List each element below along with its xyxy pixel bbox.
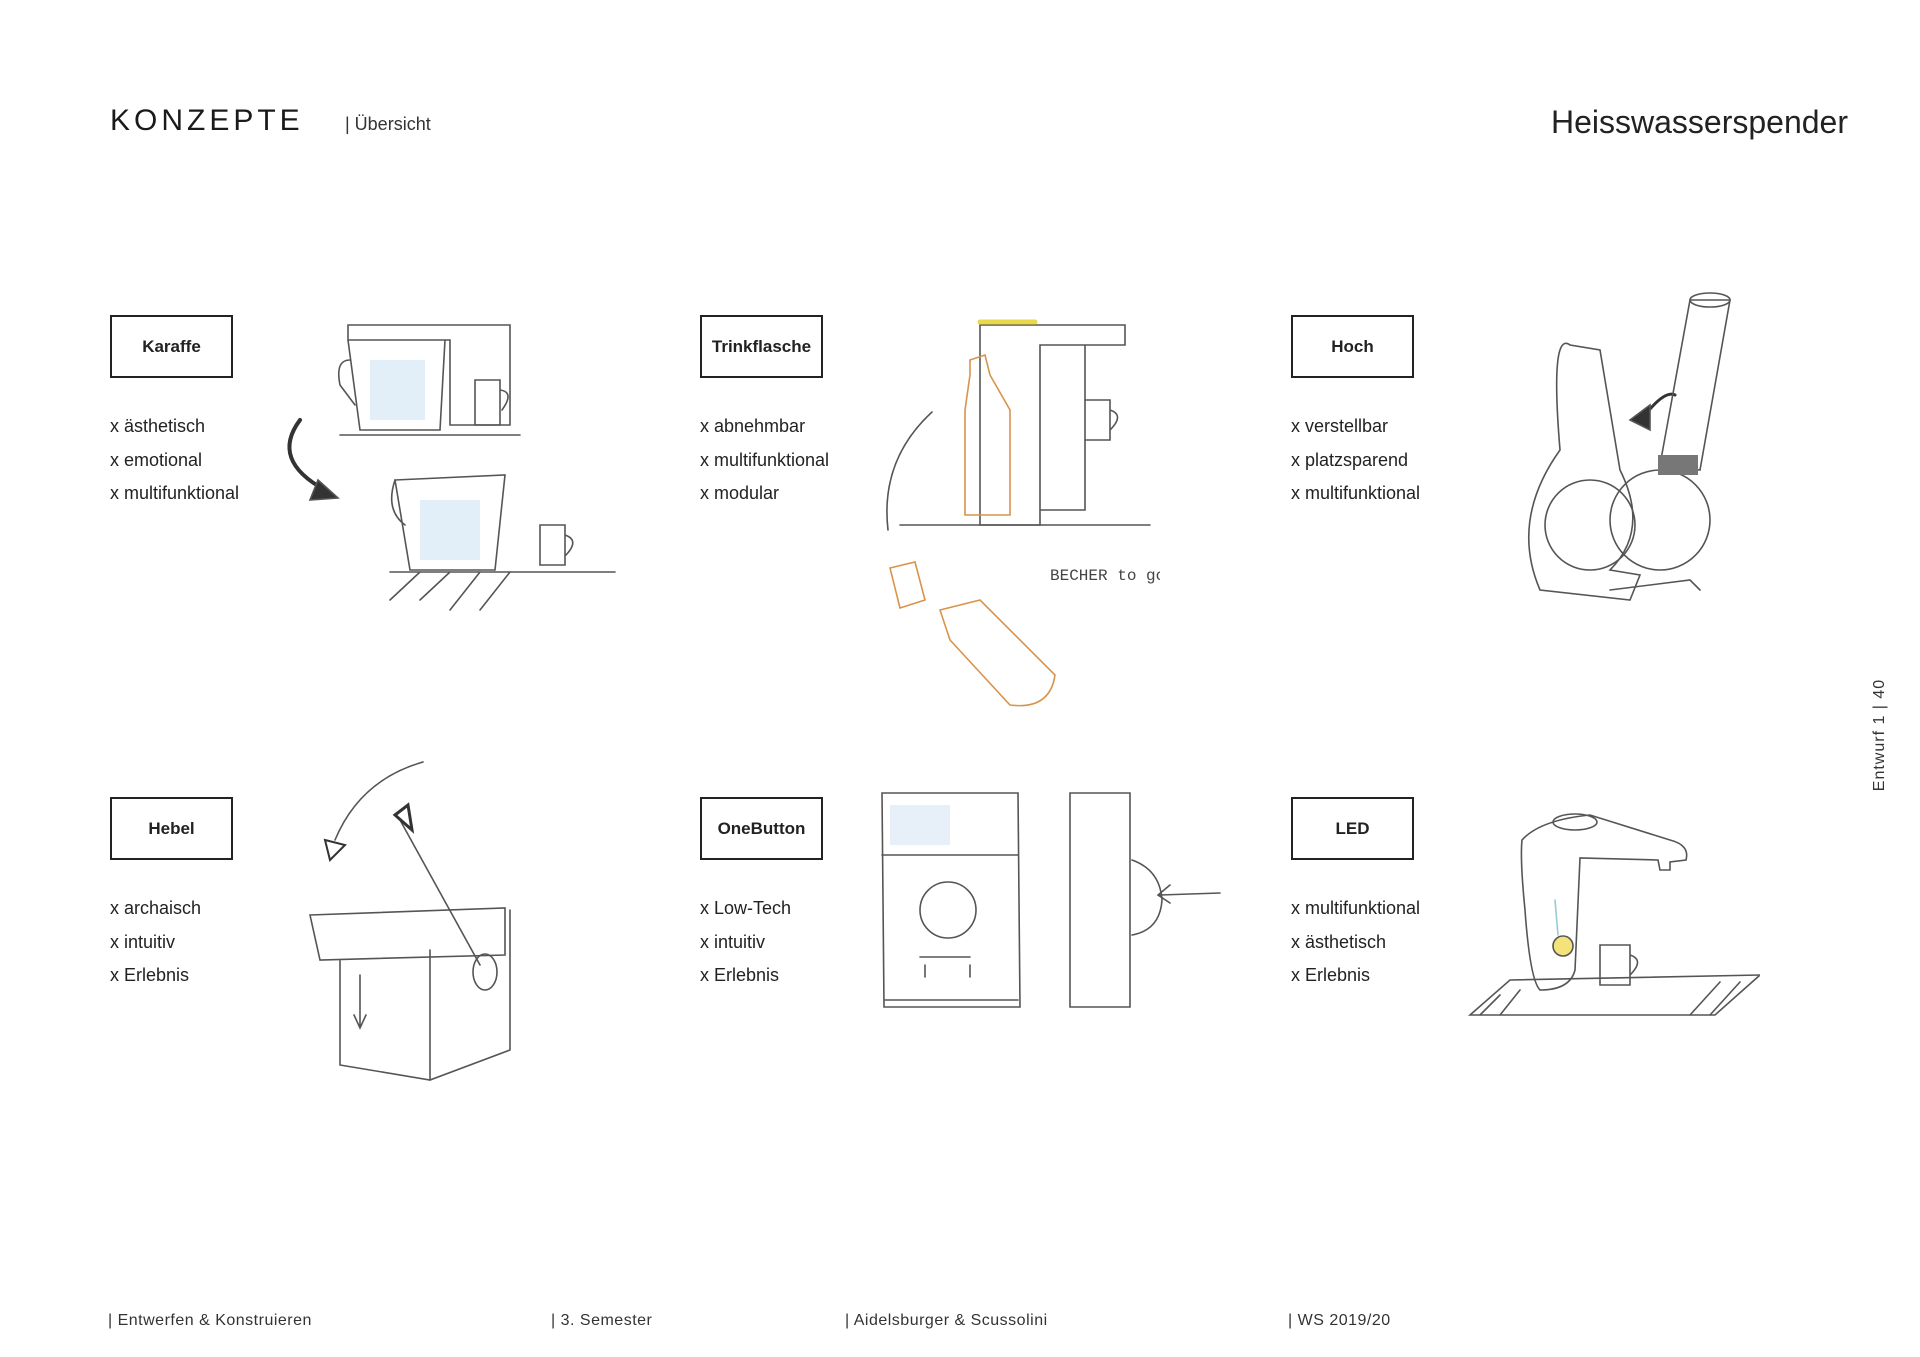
concept-points: x verstellbar x platzsparend x multifunkti… [1291,410,1420,511]
onebutton-sketch [881,792,1221,1008]
hebel-sketch [309,761,511,1081]
point: x multifunktional [700,449,830,470]
concept-label-hebel: Hebel [110,797,233,860]
point: x Low-Tech [700,898,792,918]
point: x multifunktional [1291,898,1421,918]
page-subtitle: | Übersicht [345,114,431,134]
trinkflasche-sketch: BECHER to go [886,319,1160,707]
point: x multifunktional [1291,483,1421,503]
concept-label-hoch: Hoch [1291,315,1414,378]
point: x verstellbar [1291,416,1389,436]
point: x modular [700,483,780,503]
point: x Erlebnis [1291,965,1371,985]
topic-title: Heisswasserspender [1550,104,1848,140]
footer-term: | WS 2019/20 [1288,1312,1391,1329]
point: x intuitiv [700,931,766,952]
hoch-sketch [1527,292,1731,601]
concept-label-karaffe: Karaffe [110,315,233,378]
point: x ästhetisch [110,416,206,436]
point: x abnehmbar [700,416,806,436]
point: x multifunktional [110,483,240,503]
concept-points: x archaisch x intuitiv x Erlebnis [110,892,201,993]
point: x ästhetisch [1291,931,1387,952]
point: x Erlebnis [700,965,780,985]
led-sketch [1467,813,1760,1016]
page-marker: Entwurf 1 | 40 [1871,678,1888,792]
concept-points: x multifunktional x ästhetisch x Erlebnis [1291,892,1420,993]
concept-points: x abnehmbar x multifunktional x modular [700,410,829,511]
point: x platzsparend [1291,449,1409,470]
point: x emotional [110,449,203,470]
sketch-note: BECHER to go [1050,567,1160,585]
footer-semester: | 3. Semester [551,1312,653,1329]
page-title: KONZEPTE [110,104,304,137]
concept-points: x Low-Tech x intuitiv x Erlebnis [700,892,791,993]
point: x Erlebnis [110,965,190,985]
footer-course: | Entwerfen & Konstruieren [108,1312,312,1329]
concept-label-onebutton: OneButton [700,797,823,860]
karaffe-sketch [287,324,616,611]
point: x archaisch [110,898,202,918]
concept-label-led: LED [1291,797,1414,860]
point: x intuitiv [110,931,176,952]
footer-authors: | Aidelsburger & Scussolini [845,1312,1048,1329]
concept-label-trinkflasche: Trinkflasche [700,315,823,378]
concept-points: x ästhetisch x emotional x multifunktional [110,410,239,511]
